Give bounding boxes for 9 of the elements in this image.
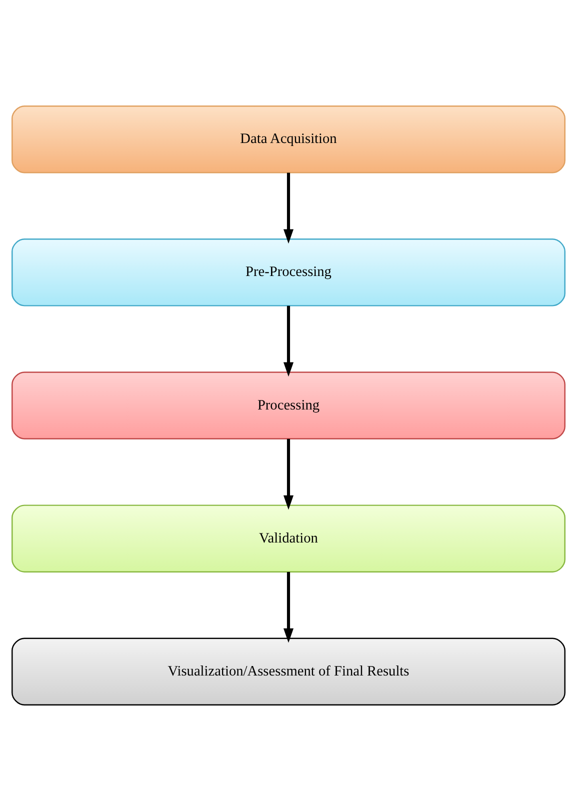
node-box: Data Acquisition xyxy=(12,105,566,174)
node-box: Processing xyxy=(12,372,566,440)
node-box: Validation xyxy=(12,504,566,572)
node-box: Visualization/Assessment of Final Results xyxy=(12,638,566,706)
arrow xyxy=(283,572,294,643)
arrow xyxy=(283,172,294,244)
arrow xyxy=(283,306,294,377)
node-box: Pre-Processing xyxy=(12,238,566,306)
arrow xyxy=(283,438,294,510)
